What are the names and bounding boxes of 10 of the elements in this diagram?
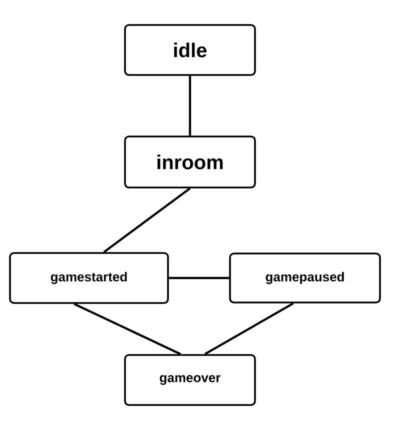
state-box: inroom: [124, 136, 256, 188]
connector-line: [74, 302, 182, 356]
connector-line: [204, 302, 294, 356]
state-box: gamepaused: [229, 252, 381, 304]
state-box: gameover: [124, 354, 256, 406]
state-box: idle: [124, 24, 256, 76]
connector-line: [188, 76, 192, 136]
connector-line: [103, 188, 191, 253]
connector-line: [168, 276, 230, 280]
state-box: gamestarted: [9, 252, 169, 304]
